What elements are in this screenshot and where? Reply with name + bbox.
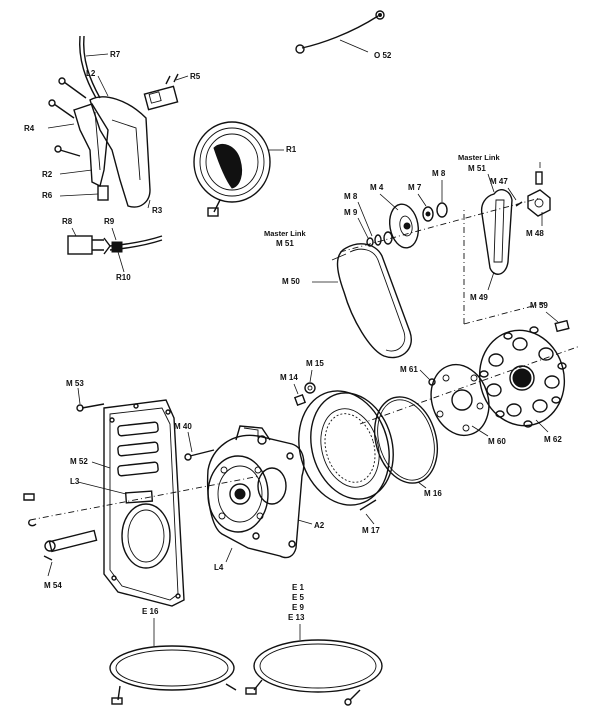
part-e16-cable [109, 618, 237, 705]
label-m59: M 59 [530, 301, 548, 310]
label-l4: L4 [214, 563, 224, 572]
label-m7: M 7 [408, 183, 422, 192]
label-m47: M 47 [490, 177, 508, 186]
label-m17: M 17 [362, 526, 380, 535]
label-m14: M 14 [280, 373, 298, 382]
label-master-link-left: Master Link [264, 229, 307, 238]
part-m16-o-ring [374, 396, 438, 489]
part-m60-hub [359, 345, 581, 437]
label-m50: M 50 [282, 277, 300, 286]
part-r5-switch [143, 73, 189, 111]
label-m8-left: M 8 [344, 192, 358, 201]
label-r6: R6 [42, 191, 53, 200]
part-m40-screw [184, 431, 215, 461]
part-o52-cable [295, 10, 385, 54]
part-m14-m15 [293, 369, 316, 407]
part-r1-coiled-cord [193, 121, 284, 217]
label-e13: E 13 [288, 613, 305, 622]
part-m53-screw [76, 387, 105, 412]
part-m62-sprocket [478, 326, 567, 433]
label-l3: L3 [70, 477, 80, 486]
label-m48: M 48 [526, 229, 544, 238]
label-m62: M 62 [544, 435, 562, 444]
label-m40: M 40 [174, 422, 192, 431]
label-e9: E 9 [292, 603, 305, 612]
part-m17-ring-gear [298, 390, 394, 525]
part-r8-plug [67, 227, 163, 273]
label-e16: E 16 [142, 607, 159, 616]
label-r4: R4 [24, 124, 35, 133]
label-m53: M 53 [66, 379, 84, 388]
part-e-cable [245, 624, 383, 706]
part-m59-bushing [545, 311, 570, 333]
part-m4-pulley [339, 180, 541, 253]
part-m52-side-cover [77, 399, 185, 607]
label-m49: M 49 [470, 293, 488, 302]
label-m51-left: M 51 [276, 239, 294, 248]
label-m15: M 15 [306, 359, 324, 368]
label-r10: R10 [116, 273, 131, 282]
label-m60: M 60 [488, 437, 506, 446]
label-m51-right: M 51 [468, 164, 486, 173]
label-r2: R2 [42, 170, 53, 179]
label-e1: E 1 [292, 583, 305, 592]
label-m61: M 61 [400, 365, 418, 374]
label-r3: R3 [152, 206, 163, 215]
label-master-link-right: Master Link [458, 153, 501, 162]
label-r8: R8 [62, 217, 73, 226]
label-m4: M 4 [370, 183, 384, 192]
label-o52: O 52 [374, 51, 392, 60]
label-m8-right: M 8 [432, 169, 446, 178]
label-l2: L2 [86, 69, 96, 78]
label-r9: R9 [104, 217, 115, 226]
label-m9: M 9 [344, 208, 358, 217]
part-a2-gearbox-housing [206, 425, 313, 563]
part-right-belt [463, 173, 549, 325]
part-r7-wire [78, 35, 109, 99]
label-r1: R1 [286, 145, 297, 154]
label-m52: M 52 [70, 457, 88, 466]
label-m16: M 16 [424, 489, 442, 498]
part-m54-pin [23, 475, 261, 577]
label-r7: R7 [110, 50, 121, 59]
label-m54: M 54 [44, 581, 62, 590]
label-r5: R5 [190, 72, 201, 81]
label-a2: A2 [314, 521, 325, 530]
part-m50-belt [312, 243, 412, 359]
part-m48-nut [507, 162, 551, 226]
part-handle-assembly [47, 75, 151, 209]
label-e5: E 5 [292, 593, 305, 602]
